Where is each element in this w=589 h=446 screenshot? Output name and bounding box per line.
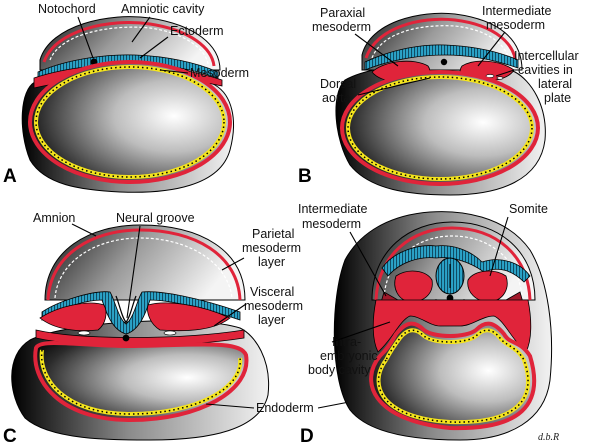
panel-b-yolk <box>340 70 540 186</box>
signature: d.b.R <box>538 432 559 443</box>
panel-b-ectoderm <box>364 44 519 71</box>
panel-a-amnion-red <box>42 21 216 67</box>
label-intermediate-b-2: mesoderm <box>486 18 545 32</box>
panel-letter-b: B <box>298 166 312 187</box>
label-visceral-2: mesoderm <box>244 299 303 313</box>
panel-d-endoderm-dots <box>377 329 529 423</box>
panel-d-yolk <box>369 321 537 431</box>
label-dorsal-2: aorta <box>322 91 351 105</box>
leader-intermediate-b <box>477 31 506 67</box>
panel-a-amnion-dashes <box>49 26 209 65</box>
leader-somite <box>489 216 509 277</box>
leader-neural-groove <box>126 225 141 319</box>
leader-parietal <box>221 257 245 271</box>
label-amnion: Amnion <box>33 211 75 225</box>
label-intermediate-d-2: mesoderm <box>302 217 361 231</box>
panel-b-endoderm-dots <box>347 76 533 180</box>
panel-c-paraxial-right <box>147 302 231 332</box>
panel-d: Intermediate mesoderm Somite Intra- embr… <box>298 202 559 446</box>
panel-c-amnion-red <box>46 228 242 301</box>
label-intermediate-d-1: Intermediate <box>298 202 368 216</box>
label-ectoderm: Ectoderm <box>170 24 224 38</box>
panel-b-cavity-2 <box>496 76 504 80</box>
label-parietal-3: layer <box>258 255 285 269</box>
panel-a-yolk <box>28 60 232 184</box>
leader-notochord <box>77 16 94 59</box>
label-somite: Somite <box>509 202 548 216</box>
label-paraxial-1: Paraxial <box>320 6 365 20</box>
label-intra-2: embryonic <box>320 349 378 363</box>
panel-letter-c: C <box>3 426 17 446</box>
panel-c-paraxial-left <box>39 302 107 332</box>
label-visceral-1: Visceral <box>250 285 294 299</box>
leader-visceral <box>213 303 247 327</box>
label-intercellular-3: lateral <box>538 77 572 91</box>
panel-b-amnion-dashes <box>371 25 511 65</box>
panel-c-neural-groove <box>115 295 137 323</box>
leader-endoderm-c <box>205 403 255 409</box>
label-intercellular-2: cavities in <box>518 63 573 77</box>
panel-letter-d: D <box>300 426 314 446</box>
label-intermediate-b-1: Intermediate <box>482 4 552 18</box>
leader-intra-embryonic <box>331 321 391 343</box>
panel-c-endoderm <box>39 349 243 417</box>
label-mesoderm: Mesoderm <box>190 66 249 80</box>
panel-d-ectoderm <box>381 245 531 283</box>
panel-d-somite-right <box>467 270 508 303</box>
panel-c-cavity-right <box>163 330 177 336</box>
leader-mesoderm <box>159 69 189 74</box>
panel-c-amnion-dashes <box>54 237 233 299</box>
label-visceral-3: layer <box>258 313 285 327</box>
panel-c-cavity-left <box>77 330 91 336</box>
label-intercellular-4: plate <box>544 91 571 105</box>
leader-dorsal-aorta <box>357 77 431 96</box>
panel-letter-a: A <box>3 166 17 187</box>
leader-intercellular <box>495 69 515 77</box>
panel-c-notochord <box>122 334 130 342</box>
label-dorsal-1: Dorsal <box>320 77 356 91</box>
leader-ectoderm <box>139 36 169 59</box>
label-notochord: Notochord <box>38 2 96 16</box>
leader-amnion <box>71 223 97 237</box>
panel-a-endoderm-dots <box>35 66 225 178</box>
panel-b: Paraxial mesoderm Intermediate mesoderm … <box>298 4 579 196</box>
panel-c: Amnion Neural groove Parietal mesoderm l… <box>3 211 371 446</box>
leader-intermediate-d <box>349 231 387 297</box>
panel-a: Notochord Amniotic cavity Ectoderm Mesod… <box>3 2 249 193</box>
leader-paraxial <box>354 33 399 67</box>
leader-amniotic-cavity <box>131 16 151 43</box>
panel-d-somite-left <box>394 270 433 303</box>
label-parietal-1: Parietal <box>252 227 294 241</box>
panel-c-amnion <box>44 224 246 301</box>
label-amniotic-cavity: Amniotic cavity <box>121 2 205 16</box>
panel-b-notochord <box>440 58 448 66</box>
label-intercellular-1: Intercellular <box>514 49 579 63</box>
panel-b-amnion-red <box>364 17 518 67</box>
label-intra-1: Intra- <box>332 335 361 349</box>
label-parietal-2: mesoderm <box>242 241 301 255</box>
label-paraxial-2: mesoderm <box>312 20 371 34</box>
panel-c-yolk <box>33 340 249 423</box>
label-intra-3: body cavity <box>308 363 371 377</box>
label-endoderm: Endoderm <box>256 401 314 415</box>
label-neural-groove: Neural groove <box>116 211 195 225</box>
